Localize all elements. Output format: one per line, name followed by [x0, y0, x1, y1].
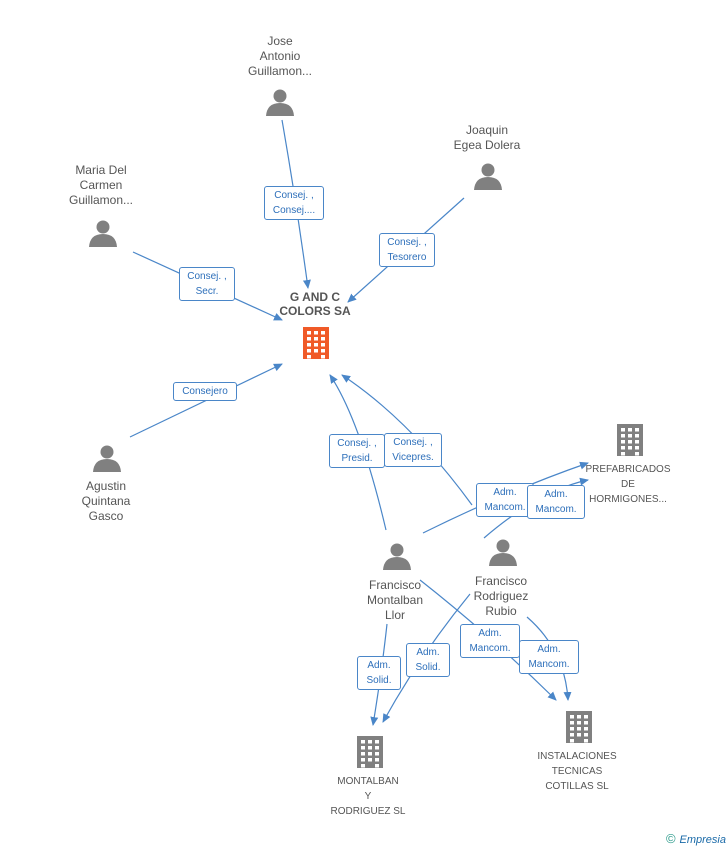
label-line: Rubio — [485, 604, 517, 618]
person-label-maria[interactable]: Maria Del Carmen Guillamon... — [41, 163, 161, 208]
role-box-francisco-montalban-presid[interactable]: Consej. , Presid. — [329, 434, 385, 468]
person-icon-francisco-rodriguez[interactable] — [489, 539, 517, 567]
label-line: INSTALACIONES — [537, 751, 617, 762]
role-line: Adm. — [416, 647, 440, 658]
role-line: Adm. — [544, 489, 568, 500]
label-line: COTILLAS SL — [545, 781, 609, 792]
person-label-joaquin[interactable]: Joaquin Egea Dolera — [427, 123, 547, 153]
role-line: Presid. — [341, 453, 373, 464]
main-company-label-line1: G AND C — [289, 290, 341, 304]
role-line: Consej. , — [337, 438, 377, 449]
building-icon-montalban[interactable] — [357, 736, 383, 768]
role-box-francisco-montalban-instalaciones[interactable]: Adm. Mancom. — [460, 624, 520, 658]
person-icon-joaquin[interactable] — [474, 163, 502, 191]
role-box-francisco-rodriguez-montalban[interactable]: Adm. Solid. — [406, 643, 450, 677]
edge-5 — [341, 374, 473, 506]
label-line: Egea Dolera — [453, 138, 521, 152]
role-box-agustin[interactable]: Consejero — [173, 382, 237, 401]
brand-name: Empresia — [679, 834, 726, 846]
role-line: Solid. — [415, 662, 441, 673]
label-line: Gasco — [88, 509, 124, 523]
copyright-icon: © — [665, 831, 676, 846]
label-line: MONTALBAN — [337, 776, 399, 787]
role-box-francisco-rodriguez-vicepres[interactable]: Consej. , Vicepres. — [384, 433, 442, 467]
role-line: Consej. , — [274, 190, 314, 201]
label-line: RODRIGUEZ SL — [330, 806, 406, 817]
role-line: Adm. — [367, 660, 391, 671]
person-icon-jose[interactable] — [266, 89, 294, 117]
company-label-prefabricados[interactable]: PREFABRICADOS DE HORMIGONES... — [563, 462, 693, 507]
icons-layer — [89, 89, 643, 768]
role-box-francisco-montalban-prefabricados[interactable]: Adm. Mancom. — [476, 483, 534, 517]
label-line: HORMIGONES... — [589, 494, 667, 505]
label-line: Montalban — [366, 593, 424, 607]
person-label-agustin[interactable]: Agustin Quintana Gasco — [46, 479, 166, 524]
role-line: Consej.... — [272, 205, 316, 216]
person-label-francisco-montalban[interactable]: Francisco Montalban Llor — [335, 578, 455, 623]
person-label-jose[interactable]: Jose Antonio Guillamon... — [220, 34, 340, 79]
role-line: Tesorero — [387, 252, 427, 263]
company-label-instalaciones[interactable]: INSTALACIONES TECNICAS COTILLAS SL — [512, 749, 642, 794]
label-line: Maria Del — [75, 163, 127, 177]
building-icon-prefabricados[interactable] — [617, 424, 643, 456]
main-company-label-line2: COLORS SA — [279, 304, 351, 318]
label-line: Antonio — [259, 49, 301, 63]
label-line: Guillamon... — [247, 64, 313, 78]
label-line: Joaquin — [465, 123, 509, 137]
label-line: Jose — [267, 34, 293, 48]
role-line: Mancom. — [469, 643, 511, 654]
label-line: Agustin — [85, 479, 127, 493]
role-box-francisco-rodriguez-prefabricados[interactable]: Adm. Mancom. — [527, 485, 585, 519]
person-icon-maria[interactable] — [89, 220, 117, 248]
role-box-jose[interactable]: Consej. , Consej.... — [264, 186, 324, 220]
role-box-francisco-rodriguez-instalaciones[interactable]: Adm. Mancom. — [519, 640, 579, 674]
label-line: Quintana — [81, 494, 131, 508]
person-label-francisco-rodriguez[interactable]: Francisco Rodriguez Rubio — [441, 574, 561, 619]
label-line: Rodriguez — [473, 589, 529, 603]
role-line: Consej. , — [187, 271, 227, 282]
role-line: Solid. — [366, 675, 392, 686]
building-icon-main-company[interactable] — [303, 327, 329, 359]
label-line: PREFABRICADOS — [585, 464, 671, 475]
label-line: Francisco — [368, 578, 421, 592]
label-line: Guillamon... — [68, 193, 134, 207]
role-line: Vicepres. — [392, 452, 434, 463]
role-line: Secr. — [195, 286, 219, 297]
role-line: Adm. — [493, 487, 517, 498]
role-box-francisco-montalban-montalban[interactable]: Adm. Solid. — [357, 656, 401, 690]
label-line: DE — [621, 479, 635, 490]
label-line: Llor — [384, 608, 405, 622]
role-line: Adm. — [478, 628, 502, 639]
main-company-label[interactable]: G AND C COLORS SA — [255, 290, 375, 318]
person-icon-francisco-montalban[interactable] — [383, 543, 411, 571]
role-line: Adm. — [537, 644, 561, 655]
role-line: Consejero — [182, 386, 228, 397]
role-box-maria[interactable]: Consej. , Secr. — [179, 267, 235, 301]
role-line: Mancom. — [484, 502, 526, 513]
role-box-joaquin[interactable]: Consej. , Tesorero — [379, 233, 435, 267]
footer-brand[interactable]: ©Empresia — [666, 831, 726, 846]
role-line: Mancom. — [535, 504, 577, 515]
label-line: Y — [364, 791, 372, 802]
label-line: TECNICAS — [551, 766, 603, 777]
person-icon-agustin[interactable] — [93, 445, 121, 473]
role-line: Mancom. — [528, 659, 570, 670]
label-line: Francisco — [474, 574, 527, 588]
role-line: Consej. , — [387, 237, 427, 248]
building-icon-instalaciones[interactable] — [566, 711, 592, 743]
company-label-montalban[interactable]: MONTALBAN Y RODRIGUEZ SL — [303, 774, 433, 819]
role-line: Consej. , — [393, 437, 433, 448]
label-line: Carmen — [79, 178, 123, 192]
